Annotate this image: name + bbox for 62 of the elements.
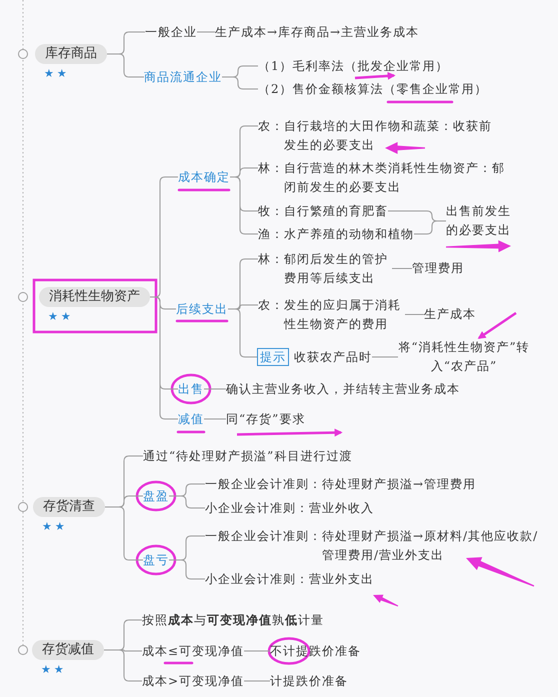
topic-pill: 库存商品	[35, 44, 107, 64]
leaf-text: 确认主营业务收入，并结转主营业务成本	[226, 380, 460, 398]
connector-line	[204, 418, 226, 420]
leaf-text: （2）售价金额核算法（零售企业常用）	[258, 80, 488, 98]
connector-line	[228, 308, 258, 358]
topic-pill: 存货清查	[33, 497, 105, 517]
leaf-text: 收获农产品时	[294, 348, 372, 366]
topic-pill: 消耗性生物资产	[39, 287, 150, 307]
leaf-text: （1）毛利率法（批发企业常用）	[258, 56, 449, 76]
connector-line	[244, 680, 270, 682]
connector-line	[104, 650, 142, 682]
branch-label: 盘亏	[143, 550, 169, 570]
star-rating: ★★	[41, 663, 67, 677]
leaf-text: 一般企业	[145, 22, 197, 42]
leaf-text: 渔：水产养殖的动物和植物	[258, 224, 414, 244]
leaf-text: 计提跌价准备	[270, 672, 348, 690]
star-rating: ★★	[44, 67, 70, 81]
leaf-text: 将“消耗性生物资产”转入“农产品”	[398, 338, 530, 376]
connector-line	[414, 220, 446, 234]
branch-label: 盘盈	[143, 486, 169, 506]
connector-line	[230, 176, 258, 234]
leaf-text: 生产成本→库存商品→主营业务成本	[215, 22, 420, 42]
leaf-text: 林：自行营造的林木类消耗性生物资产：郁闭前发生的必要支出	[258, 158, 508, 196]
tip-tag: 提示	[257, 348, 289, 366]
connector-line	[372, 356, 398, 358]
leaf-text: 同“存货”要求	[226, 410, 344, 432]
branch-label: 出售	[178, 380, 204, 398]
branch-label: 后续支出	[176, 300, 228, 318]
leaf-text: 农：发生的应归属于消耗性生物资产的费用	[258, 296, 405, 334]
leaf-text: 按照成本与可变现净值孰低计量	[142, 610, 324, 630]
leaf-text: 成本≤可变现净值	[142, 642, 244, 660]
connector-line	[106, 54, 144, 78]
leaf-text: 管理费用	[412, 259, 464, 278]
arrow	[478, 312, 517, 340]
connector-line	[104, 506, 144, 560]
arrow	[354, 72, 396, 80]
connector-line	[204, 388, 226, 390]
arrow	[236, 428, 343, 437]
leaf-text: 一般企业会计准则：待处理财产损溢→管理费用	[205, 474, 476, 494]
leaf-text: 林：郁闭后发生的管护费用等后续支出	[258, 250, 392, 288]
star-rating: ★★	[42, 520, 68, 534]
connector-line	[404, 314, 424, 315]
topic-pill: 存货减值	[32, 640, 104, 660]
leaf-text: 农：自行栽培的大田作物和蔬菜：收获前发生的必要支出	[258, 116, 496, 154]
leaf-text: 生产成本	[424, 305, 476, 324]
connector-line	[168, 496, 206, 508]
leaf-text: 通过“待处理财产损溢”科目进行过渡	[143, 434, 352, 466]
leaf-text: 成本>可变现净值	[142, 672, 244, 690]
connector-line	[222, 76, 258, 90]
branch-label: 成本确定	[178, 168, 230, 186]
leaf-text: 出售前发生的必要支出	[446, 202, 514, 240]
connector-line	[168, 560, 206, 580]
connector-line	[150, 296, 178, 420]
leaf-text: 小企业会计准则：营业外支出	[205, 570, 374, 588]
leaf-text: 一般企业会计准则：待处理财产损溢→原材料/其他应收款/管理费用/营业外支出	[205, 526, 550, 564]
leaf-text: 牧：自行繁殖的育肥畜	[258, 202, 388, 220]
leaf-text: 小企业会计准则：营业外收入	[205, 498, 374, 518]
branch-label: 减值	[178, 410, 204, 428]
connector-line	[392, 268, 412, 269]
branch-label: 商品流通企业	[144, 68, 222, 86]
connector-line	[244, 650, 270, 652]
star-rating: ★★	[48, 310, 74, 324]
